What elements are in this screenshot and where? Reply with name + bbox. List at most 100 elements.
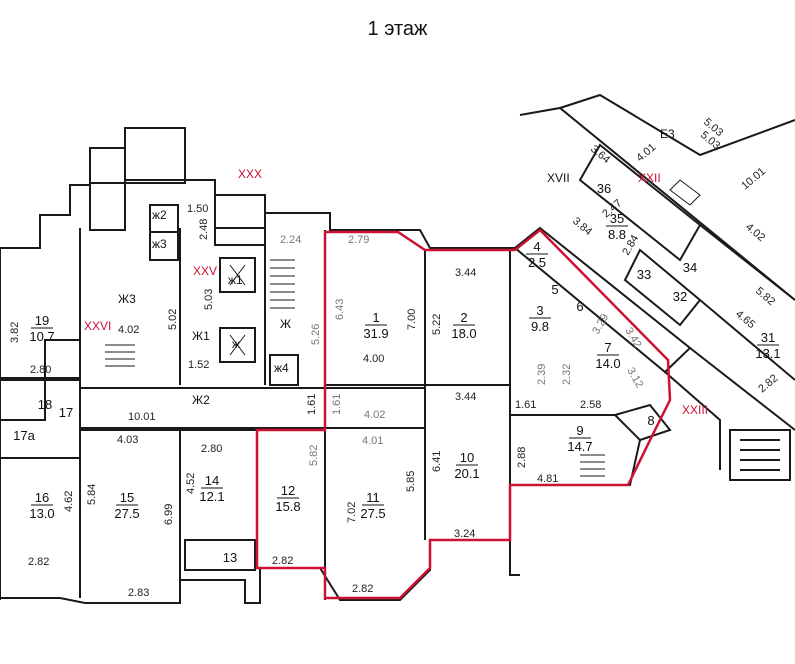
zone-label: ж1 [228,273,243,287]
room-area: 14.0 [595,356,620,371]
dimension-label: 7.02 [346,502,358,523]
dimension-label: 5.22 [431,314,443,335]
dimension-label: 10.01 [739,165,768,192]
room-number: 16 [35,490,49,505]
room-number: 4 [533,239,540,254]
dimension-label: 1.50 [187,203,208,215]
zone-labels: Ж3 ж2 ж3 Ж1 Ж ж4 Ж2 ж1 ж Е3 [118,127,675,407]
roman-label: XXIII [682,403,708,417]
roman-label: XXVI [84,319,111,333]
dimension-label: 6.41 [431,451,443,472]
room-label: 18 [38,397,52,412]
roman-label: XXV [193,264,217,278]
room-label: 6 [576,299,583,314]
dimension-label: 2.82 [352,583,373,595]
dimension-label: 5.26 [310,324,322,345]
room-label: 13 [223,550,237,565]
dimension-label: 3.44 [455,267,476,279]
room-number: 12 [281,483,295,498]
room-label: 714.0 [595,340,620,371]
roman-labels: XXX XXV XXVI XVII XXII XXIII [84,167,708,417]
room-number: 10 [460,450,474,465]
room-number: 33 [637,267,651,282]
room-labels: 131.9218.039.842.556714.08914.71020.1112… [13,181,781,565]
dimension-label: 4.03 [117,434,138,446]
dimension-label: 4.52 [185,473,197,494]
room-area: 8.8 [608,227,626,242]
stairs [105,179,701,477]
dimension-label: 4.01 [362,435,383,447]
dimension-label: 5.02 [167,309,179,330]
room-label: 17а [13,428,35,443]
dimension-label: 1.61 [515,399,536,411]
dimension-label: 2.82 [272,555,293,567]
zone-label: Ж1 [192,329,210,343]
room-area: 18.0 [451,326,476,341]
dimension-label: 3.42 [622,326,643,351]
room-number: 36 [597,181,611,196]
dimension-label: 3.44 [455,391,476,403]
room-label: 131.9 [363,310,388,341]
dimension-label: 3.24 [454,528,475,540]
room-label: 36 [597,181,611,196]
room-number: 5 [551,282,558,297]
room-area: 15.8 [275,499,300,514]
room-number: 11 [366,490,380,505]
dimension-label: 3.82 [9,322,21,343]
room-area: 14.7 [567,439,592,454]
dimension-label: 2.79 [348,234,369,246]
room-number: 34 [683,260,697,275]
selected-apartment-outline[interactable] [255,228,672,600]
dimension-label: 4.02 [118,324,139,336]
dimension-label: 2.39 [536,364,548,385]
room-label: 5 [551,282,558,297]
zone-label: Ж3 [118,292,136,306]
room-area: 13.1 [755,346,780,361]
dimension-label: 1.61 [306,394,318,415]
dimension-label: 1.52 [188,359,209,371]
room-number: 9 [576,423,583,438]
dimension-label: 4.00 [363,353,384,365]
dimension-label: 4.02 [364,409,385,421]
room-number: 8 [647,413,654,428]
dimension-label: 2.83 [128,587,149,599]
room-number: 2 [460,310,467,325]
dimension-label: 2.48 [198,219,210,240]
room-area: 27.5 [360,506,385,521]
dimension-label: 4.01 [634,141,658,164]
zone-label: Ж [280,317,291,331]
room-area: 9.8 [531,319,549,334]
zone-label: Ж2 [192,393,210,407]
dimension-label: 2.80 [201,443,222,455]
dimension-label: 6.43 [334,299,346,320]
dimension-label: 2.24 [280,234,301,246]
dimension-label: 5.82 [753,285,777,308]
zone-label: ж [232,337,240,351]
room-number: 17 [59,405,73,420]
room-number: 1 [372,310,379,325]
zone-label: ж2 [152,208,167,222]
dimension-label: 2.32 [561,364,573,385]
dimension-label: 2.82 [756,372,780,395]
walls [0,93,795,604]
room-number: 7 [604,340,611,355]
room-number: 17а [13,428,35,443]
dimension-label: 5.82 [308,445,320,466]
room-label: 34 [683,260,697,275]
dimension-label: 2.58 [580,399,601,411]
dimension-label: 6.99 [163,504,175,525]
room-area: 10.7 [29,329,54,344]
dimension-label: 10.01 [128,411,156,423]
room-area: 2.5 [528,255,546,270]
dimension-label: 4.62 [63,491,75,512]
dimension-label: 5.85 [405,471,417,492]
dimension-label: 3.12 [624,366,645,391]
